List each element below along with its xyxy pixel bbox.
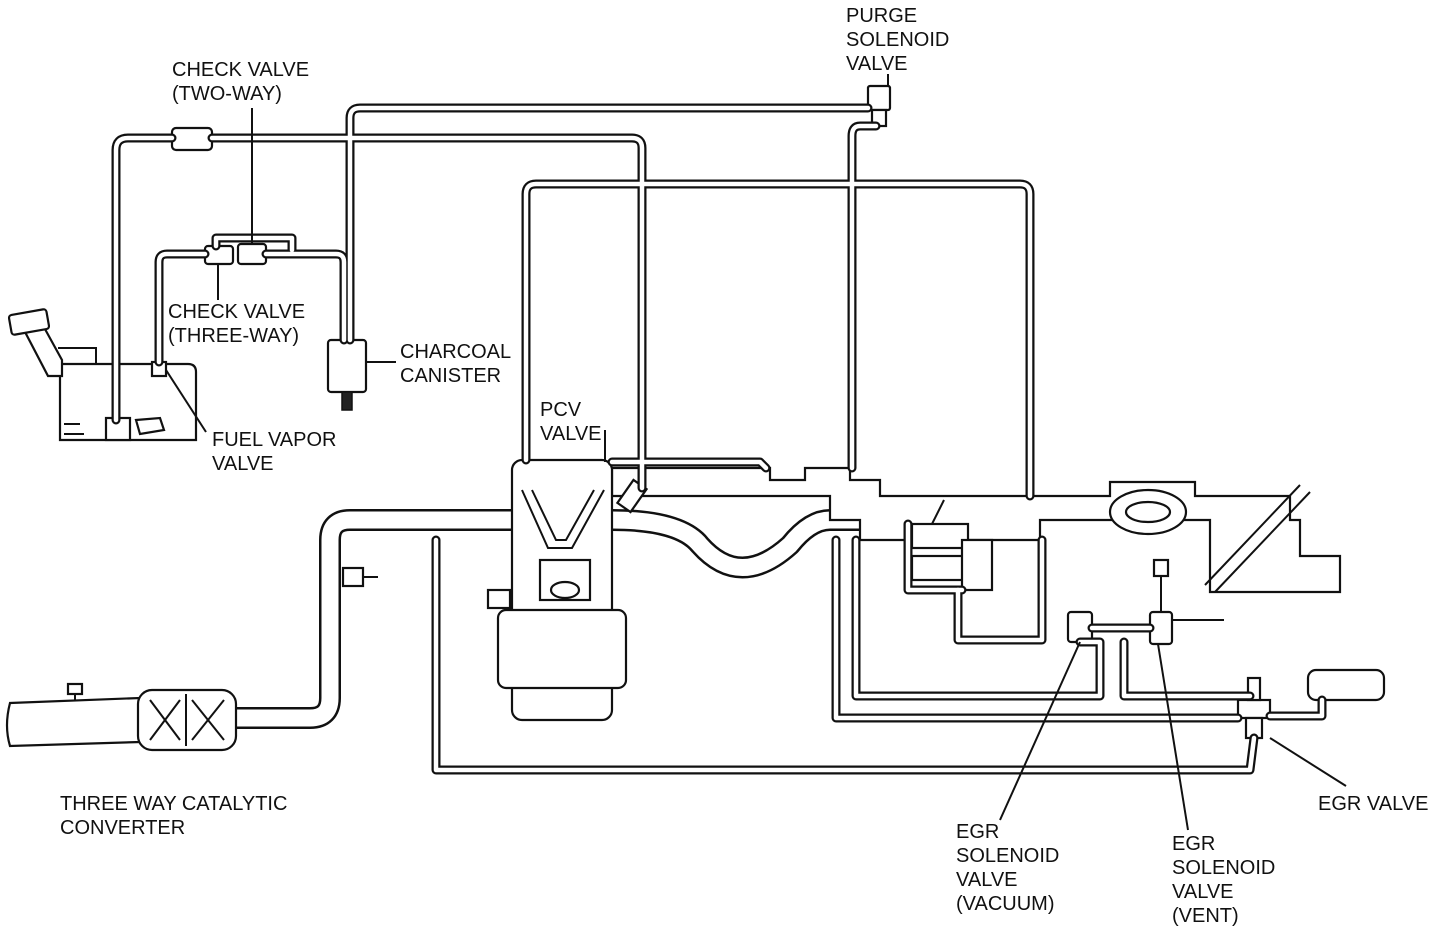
text-line: CHARCOAL	[400, 341, 512, 363]
text-line: PCV	[540, 399, 582, 421]
text-line: (THREE-WAY)	[168, 325, 300, 347]
label-egr-solenoid-valve-vacuum: EGR SOLENOID VALVE (VACUUM)	[956, 820, 1059, 916]
text-line: CONVERTER	[60, 817, 186, 839]
text-line: EGR VALVE	[1318, 793, 1429, 815]
oxygen-sensor	[341, 566, 378, 588]
text-line: VALVE	[846, 53, 908, 75]
engine-block	[486, 458, 628, 722]
three-way-catalytic-converter	[136, 688, 238, 752]
exhaust-pipe	[224, 509, 523, 729]
text-line: EGR	[956, 821, 1000, 843]
vacuum-hoses	[111, 103, 1327, 775]
label-fuel-vapor-valve: FUEL VAPOR VALVE	[212, 428, 336, 476]
leader-lines	[165, 74, 1347, 831]
text-line: CANISTER	[400, 365, 502, 387]
charcoal-canister	[326, 338, 368, 411]
text-line: VALVE	[212, 453, 274, 475]
text-line: SOLENOID	[956, 845, 1060, 867]
check-valve-two-way	[170, 126, 214, 152]
text-line: THREE WAY CATALYTIC	[60, 793, 288, 815]
text-line: VALVE	[540, 423, 602, 445]
text-line: VALVE	[956, 869, 1018, 891]
text-line: CHECK VALVE	[172, 59, 310, 81]
egr-solenoid-vent	[1148, 558, 1174, 646]
intake-duct	[601, 466, 1342, 594]
label-egr-valve: EGR VALVE	[1318, 792, 1428, 816]
text-line: EGR	[1172, 833, 1216, 855]
text-line: SOLENOID	[1172, 857, 1276, 879]
label-check-valve-two-way: CHECK VALVE (TWO-WAY)	[172, 58, 309, 106]
text-line: CHECK VALVE	[168, 301, 306, 323]
text-line: (VENT)	[1172, 905, 1239, 927]
exhaust-tailpipe	[5, 682, 142, 748]
text-line: PURGE	[846, 5, 918, 27]
text-line: SOLENOID	[846, 29, 950, 51]
egr-valve	[1236, 668, 1386, 740]
text-line: (VACUUM)	[956, 893, 1055, 915]
fuel-tank	[7, 308, 198, 442]
text-line: FUEL VAPOR	[212, 429, 337, 451]
label-purge-solenoid-valve: PURGE SOLENOID VALVE	[846, 4, 949, 76]
text-line: VALVE	[1172, 881, 1234, 903]
label-egr-solenoid-valve-vent: EGR SOLENOID VALVE (VENT)	[1172, 832, 1275, 928]
solenoid-cluster	[910, 522, 994, 592]
text-line: (TWO-WAY)	[172, 83, 282, 105]
label-charcoal-canister: CHARCOAL CANISTER	[400, 340, 511, 388]
label-check-valve-three-way: CHECK VALVE (THREE-WAY)	[168, 300, 305, 348]
label-pcv-valve: PCV VALVE	[540, 398, 602, 446]
label-three-way-catalytic-converter: THREE WAY CATALYTIC CONVERTER	[60, 792, 287, 840]
